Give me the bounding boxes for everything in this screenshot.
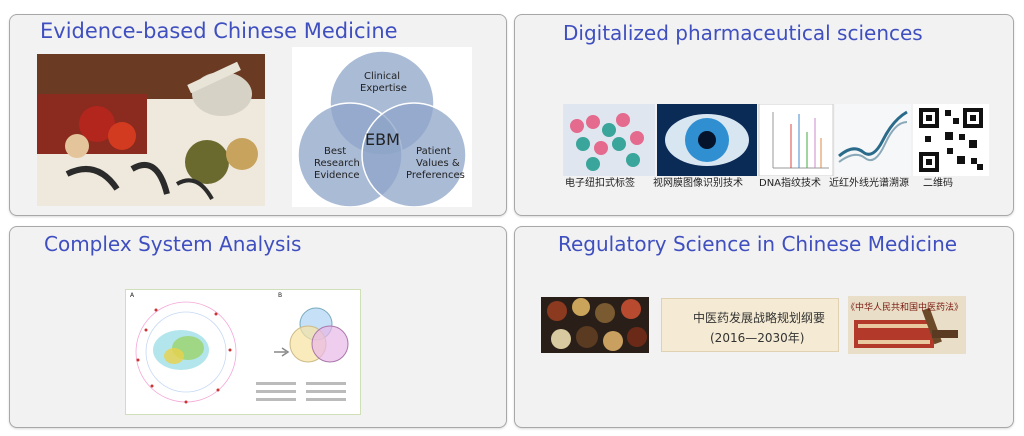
venn-center-label: EBM bbox=[365, 130, 400, 149]
figure-label-a: A bbox=[130, 292, 135, 299]
caption-nir: 近红外线光谱溯源 bbox=[829, 178, 909, 189]
panel-title-regulatory: Regulatory Science in Chinese Medicine bbox=[558, 232, 958, 256]
caption-retina: 视网膜图像识别技术 bbox=[653, 178, 743, 189]
venn-left-line2: Research bbox=[314, 158, 360, 169]
law-title: 《中华人民共和国中医药法》 bbox=[848, 303, 964, 313]
venn-right-line3: Preferences bbox=[406, 170, 465, 181]
ebm-venn-diagram: Clinical Expertise EBM Best Research Evi… bbox=[292, 47, 472, 207]
panel-title-complex: Complex System Analysis bbox=[44, 232, 302, 256]
plan-years: (2016—2030年) bbox=[710, 331, 805, 345]
caption-qrcode: 二维码 bbox=[923, 178, 953, 189]
venn-top-line2: Expertise bbox=[360, 83, 407, 94]
venn-top-line1: Clinical bbox=[364, 71, 401, 82]
network-analysis-figure: A B bbox=[125, 289, 361, 415]
venn-left-line1: Best bbox=[324, 146, 347, 157]
plan-title: 中医药发展战略规划纲要 bbox=[693, 311, 826, 325]
caption-dna: DNA指纹技术 bbox=[759, 178, 822, 189]
law-book-image: 《中华人民共和国中医药法》 bbox=[848, 296, 966, 354]
panel-title-digital: Digitalized pharmaceutical sciences bbox=[563, 21, 923, 45]
strategic-plan-document: 中医药发展战略规划纲要 (2016—2030年) bbox=[661, 298, 839, 352]
venn-right-line2: Values & bbox=[416, 158, 460, 169]
digital-tech-strip bbox=[563, 104, 989, 176]
herbs-photo bbox=[541, 297, 649, 353]
herbal-medicine-photo bbox=[37, 54, 265, 206]
caption-rfid: 电子纽扣式标签 bbox=[565, 178, 635, 189]
venn-left-line3: Evidence bbox=[314, 170, 360, 181]
panel-title-ebm: Evidence-based Chinese Medicine bbox=[40, 19, 398, 43]
venn-right-line1: Patient bbox=[416, 146, 451, 157]
figure-label-b: B bbox=[278, 292, 283, 299]
